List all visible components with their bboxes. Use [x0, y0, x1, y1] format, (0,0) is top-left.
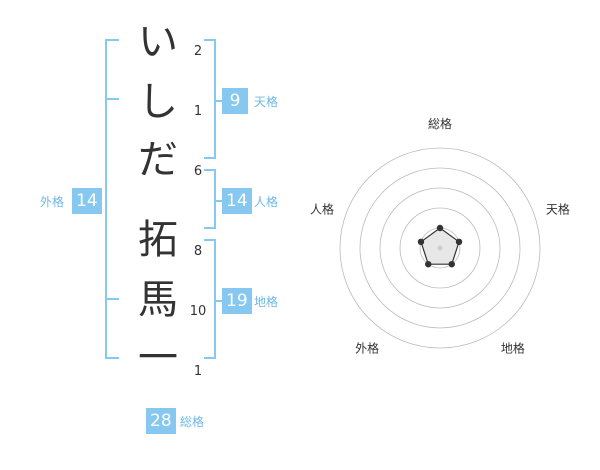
radar-label-gaikaku: 外格: [355, 340, 379, 355]
radar-point-jinkaku: [417, 238, 425, 246]
radar-ring-3: [379, 187, 501, 309]
gaikaku-label: 外格: [40, 195, 65, 209]
radar-data-polygon: [417, 224, 463, 268]
stroke-count-1: 2: [193, 44, 203, 59]
jinkaku-value-badge: 14: [222, 188, 252, 214]
stroke-count-5: 10: [189, 304, 207, 319]
stroke-count-2: 1: [193, 104, 203, 119]
tenkaku-label: 天格: [254, 95, 279, 109]
radar-ring-4: [359, 167, 521, 329]
stroke-count-6: 1: [193, 364, 203, 379]
jinkaku-bracket: [204, 169, 216, 229]
name-char-3: だ: [138, 137, 178, 183]
radar-label-chikaku: 地格: [501, 340, 525, 355]
radar-center-dot: [437, 245, 443, 251]
tenkaku-bracket: [204, 39, 216, 159]
name-char-6: 一: [138, 335, 178, 381]
radar-label-tenkaku: 天格: [546, 202, 570, 217]
radar-label-jinkaku: 人格: [310, 202, 334, 217]
gaikaku-value-badge: 14: [72, 188, 102, 214]
name-char-2: し: [138, 79, 178, 125]
soukaku-label: 総格: [180, 415, 205, 429]
radar-point-soukaku: [436, 224, 444, 232]
name-char-4: 拓: [138, 217, 178, 263]
soukaku-value-badge: 28: [146, 408, 176, 434]
radar-ring-2: [399, 207, 481, 289]
chikaku-value-badge: 19: [222, 288, 252, 314]
radar-label-soukaku: 総格: [428, 116, 452, 131]
stroke-count-3: 6: [193, 164, 203, 179]
chikaku-label: 地格: [254, 295, 279, 309]
name-char-5: 馬: [138, 277, 178, 323]
radar-point-chikaku: [448, 260, 455, 268]
gaikaku-bracket: [105, 39, 119, 359]
radar-ring-5: [339, 147, 541, 349]
radar-rings: [339, 147, 541, 349]
tenkaku-value-badge: 9: [222, 88, 248, 114]
radar-point-tenkaku: [455, 238, 463, 246]
chikaku-bracket: [204, 239, 216, 359]
radar-point-gaikaku: [425, 260, 432, 268]
name-char-1: い: [138, 19, 178, 65]
jinkaku-label: 人格: [254, 195, 279, 209]
stroke-count-4: 8: [193, 244, 203, 259]
